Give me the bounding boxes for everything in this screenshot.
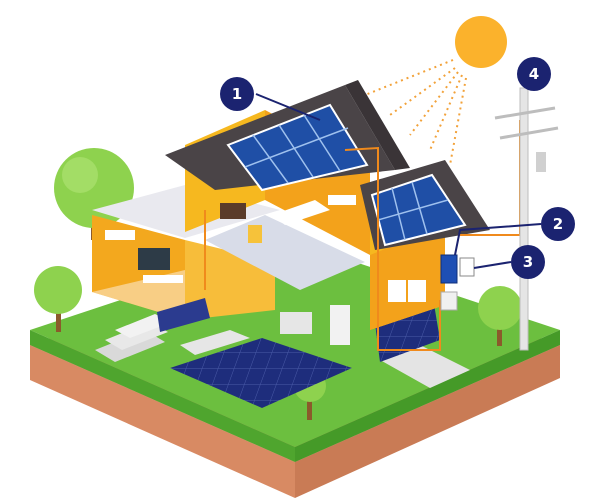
bed — [272, 200, 330, 225]
sun-rays — [364, 59, 467, 166]
marker-4[interactable]: 4 — [517, 57, 551, 91]
tree-left-small — [34, 266, 82, 332]
marker-3[interactable]: 3 — [511, 245, 545, 279]
electric-meter — [459, 257, 475, 277]
main-roof-edge — [345, 80, 410, 170]
wire-panel-to-inverter — [344, 146, 441, 351]
ground-floor-tiles — [170, 338, 352, 408]
leader-2 — [454, 223, 542, 256]
leader-3 — [473, 261, 512, 269]
grass-edge-left — [30, 330, 295, 462]
washing-machine — [388, 280, 406, 302]
chair — [248, 225, 262, 243]
fridge — [330, 305, 350, 345]
marker-1[interactable]: 1 — [220, 77, 254, 111]
marker-3-label: 3 — [523, 253, 533, 271]
marker-1-circle — [220, 77, 254, 111]
annex-lower-wall — [370, 225, 445, 330]
breaker-box — [440, 291, 458, 311]
marker-3-circle — [511, 245, 545, 279]
marker-4-circle — [517, 57, 551, 91]
marker-2-circle — [541, 207, 575, 241]
tree-right — [478, 286, 522, 346]
marker-2-label: 2 — [553, 215, 563, 233]
soil-right-side — [295, 345, 560, 498]
marker-2[interactable]: 2 — [541, 207, 575, 241]
rooftop-solar-panels — [226, 103, 467, 247]
marker-4-label: 4 — [529, 65, 539, 83]
bedroom-floor — [205, 215, 365, 290]
stove — [280, 312, 312, 334]
marker-1-label: 1 — [232, 85, 242, 103]
air-conditioner-ground — [105, 230, 135, 240]
grass-edge-right — [295, 330, 560, 462]
desk — [220, 203, 246, 219]
interior-furniture — [105, 195, 426, 355]
leader-1 — [255, 93, 321, 121]
numbered-markers: 1 2 3 4 — [220, 57, 575, 279]
tv-stand — [143, 275, 183, 283]
television — [138, 248, 170, 270]
utility-pole — [494, 87, 559, 351]
sofa — [157, 298, 210, 332]
dryer — [408, 280, 426, 302]
kitchen-island — [180, 330, 250, 355]
soil-left-side — [30, 345, 295, 498]
front-steps — [95, 314, 172, 362]
annex-solar-array — [370, 173, 467, 247]
air-conditioner-upper — [328, 195, 356, 205]
inverter — [440, 254, 458, 284]
sun-icon — [455, 16, 507, 68]
garden-path — [380, 345, 470, 388]
marker-leaders — [255, 93, 542, 269]
